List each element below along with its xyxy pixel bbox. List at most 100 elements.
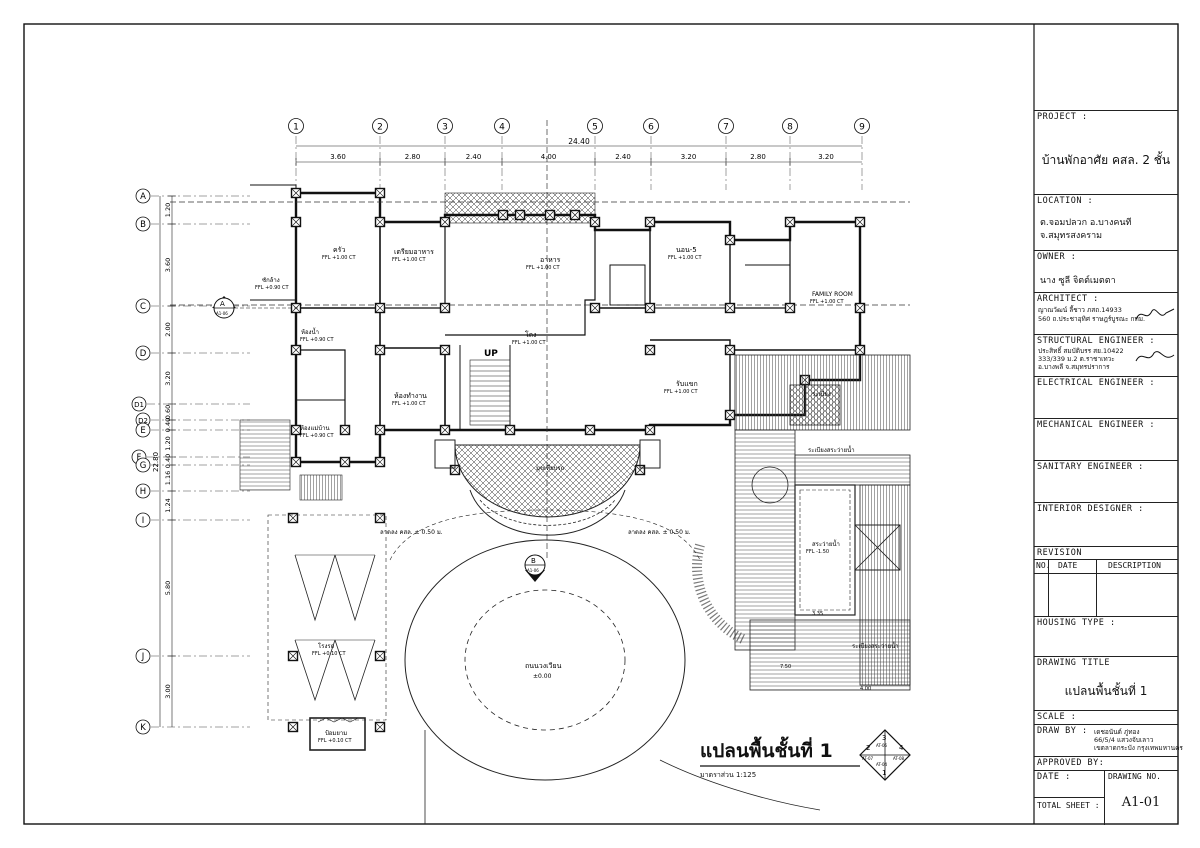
room-pantry-level: FFL +1.00 CT [392, 257, 427, 263]
entrance-porch [434, 439, 661, 536]
structural-label: STRUCTURAL ENGINEER : [1037, 336, 1155, 346]
draw-by-line-1: เดชอนันต์ ภู่ทอง [1094, 728, 1140, 736]
row-bubble [135, 457, 151, 473]
row-bubble [135, 188, 151, 204]
row-label: B [140, 220, 146, 230]
room-bath-level: FFL +0.90 CT [300, 337, 335, 343]
top-dim-label: 2.40 [466, 153, 482, 161]
row-bubble [135, 298, 151, 314]
rev-no-header: NO. [1036, 561, 1051, 570]
section-b-ref: A1-06 [527, 568, 539, 573]
left-dim-label: 3.20 [164, 371, 172, 385]
column-cross [375, 651, 385, 661]
column-cross [375, 345, 385, 355]
electrical-label: ELECTRICAL ENGINEER : [1037, 378, 1155, 388]
column-cross [375, 217, 385, 227]
overall-width-label: 24.40 [568, 137, 590, 146]
main-stair [469, 359, 511, 426]
tb-housing: HOUSING TYPE : [1034, 616, 1178, 656]
elev-n3: 4 [899, 744, 904, 752]
structural-line-2: 333/339 ม.2 ต.ราชาเทวะ [1038, 355, 1115, 363]
top-dim-label: 3.60 [330, 153, 346, 161]
pool-dim-2: 7.50 [780, 664, 791, 670]
column-cross [440, 425, 450, 435]
column-cross [291, 188, 301, 198]
column-cross [855, 345, 865, 355]
column-cross [440, 303, 450, 313]
column-bubble [718, 118, 734, 134]
column-cross [545, 210, 555, 220]
sanitary-label: SANITARY ENGINEER : [1037, 462, 1144, 472]
row-bubble [135, 422, 151, 438]
draw-by-line-3: เขตลาดกระบัง กรุงเทพมหานคร [1094, 744, 1183, 752]
top-dim-label: 2.40 [615, 153, 631, 161]
tb-electrical: ELECTRICAL ENGINEER : [1034, 376, 1178, 418]
column-cross [635, 465, 645, 475]
left-dim-label: 0.40 [164, 418, 172, 432]
owner-value: นาง ซูลี จิตต์เมตตา [1040, 276, 1116, 286]
architect-line-1: ญาณวัฒน์ ลี้ชาว ภสถ.14933 [1038, 306, 1122, 314]
architect-signature-icon [1135, 308, 1175, 320]
tb-owner: OWNER : นาง ซูลี จิตต์เมตตา [1034, 250, 1178, 292]
tb-approved: APPROVED BY: [1034, 756, 1178, 770]
overall-height-label: 22.80 [152, 452, 160, 472]
row-label: I [142, 516, 145, 526]
elev-n4: 1 [882, 769, 886, 777]
pool-deck-top-label: ระเบียงสระว่ายน้ำ [808, 444, 855, 454]
drawing-title: แปลนพื้นชั้นที่ 1 [700, 740, 833, 762]
left-dim-label: 0.60 [164, 405, 172, 419]
column-bubble [587, 118, 603, 134]
row-bubble [135, 648, 151, 664]
room-pantry: เตรียมอาหาร [394, 248, 434, 256]
drawing-no-value: A1-01 [1121, 795, 1161, 810]
column-bubble [437, 118, 453, 134]
left-dim-label: 1.24 [164, 498, 172, 512]
left-dim-label: 1.16 [164, 471, 172, 485]
column-bubble [854, 118, 870, 134]
room-labels: ครัว FFL +1.00 CT เตรียมอาหาร FFL +1.00 … [255, 246, 853, 439]
tb-structural: STRUCTURAL ENGINEER : ประสิทธิ์ สมบัติบร… [1034, 334, 1178, 378]
room-kitchen: ครัว [333, 246, 345, 254]
owner-label: OWNER : [1037, 252, 1077, 262]
room-dining-level: FFL +1.00 CT [526, 265, 561, 271]
garage-level: FFL +0.10 CT [312, 651, 347, 657]
column-cross [450, 465, 460, 475]
room-hall: โถง [525, 330, 536, 339]
left-dim-label: 1.20 [164, 436, 172, 450]
drawing-title-value: แปลนพื้นชั้นที่ 1 [1064, 684, 1148, 698]
room-living: รับแขก [676, 380, 698, 388]
column-label: 8 [787, 123, 793, 133]
column-bubble [643, 118, 659, 134]
structural-signature-icon [1135, 351, 1175, 362]
architect-line-2: 560 ถ.ประชาอุทิศ ราษฎร์บูรณะ กทม. [1038, 315, 1146, 323]
architect-label: ARCHITECT : [1037, 294, 1099, 304]
garage-driveway [239, 419, 387, 751]
room-laundry: ซักล้าง [262, 277, 280, 284]
column-label: 5 [592, 123, 598, 133]
drawing-no-label: DRAWING NO. [1108, 772, 1161, 781]
sheet-border [23, 23, 1179, 825]
room-office: ห้องทำงาน [394, 392, 427, 400]
row-label: A [140, 192, 146, 202]
elev-ref4: AT-04 [876, 762, 887, 767]
column-cross [645, 303, 655, 313]
room-bath: ห้องน้ำ [301, 326, 319, 336]
pool-deck [692, 354, 911, 691]
row-label: G [140, 461, 147, 471]
draw-by-line-2: 66/5/4 แสวงจับเลาว [1094, 736, 1154, 744]
column-cross [440, 345, 450, 355]
row-bubble [135, 512, 151, 528]
column-label: 3 [442, 123, 448, 133]
tb-draw-by: DRAW BY : เดชอนันต์ ภู่ทอง 66/5/4 แสวงจั… [1034, 724, 1183, 756]
column-label: 6 [648, 123, 654, 133]
left-dim-label: 0.40 [164, 454, 172, 468]
row-label: C [140, 302, 146, 312]
column-cross [725, 410, 735, 420]
location-label: LOCATION : [1037, 196, 1094, 206]
tb-project: PROJECT : บ้านพักอาศัย คสล. 2 ชั้น [1034, 110, 1178, 216]
column-cross [375, 457, 385, 467]
row-bubble [135, 345, 151, 361]
